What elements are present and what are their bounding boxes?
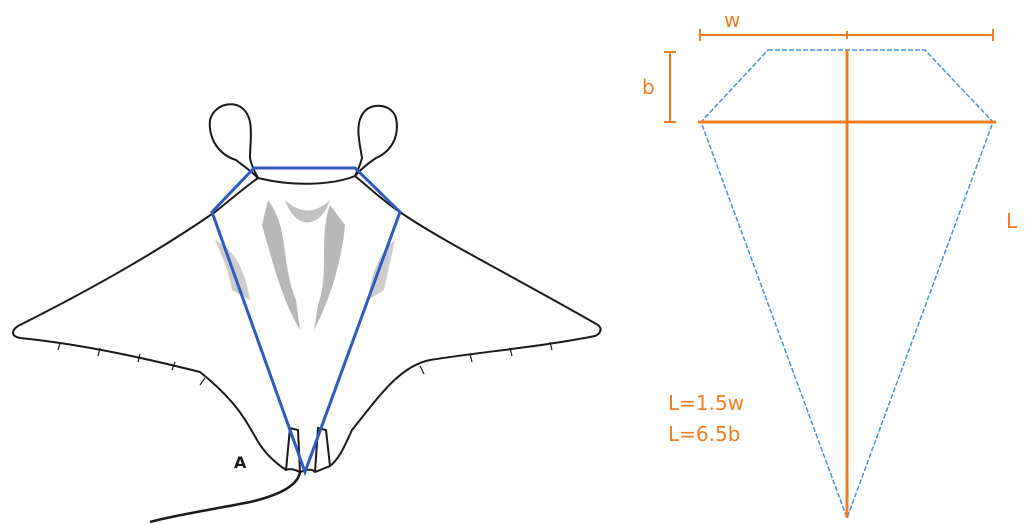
ray-measurement-polygon: [210, 166, 402, 477]
manta-ray-illustration: A: [12, 103, 602, 524]
tail: [149, 471, 302, 524]
length-label: L: [1006, 209, 1018, 233]
formula-length-base: L=6.5b: [668, 422, 740, 446]
base-label: b: [642, 75, 655, 99]
formula-length-width: L=1.5w: [668, 391, 744, 415]
wing-edge-ticks: [57, 341, 553, 386]
figure-letter: A: [234, 453, 247, 472]
measurement-lines: [664, 29, 996, 518]
kite-diagram: w b L L=1.5w L=6.5b: [642, 8, 1018, 521]
manta-body-outline: [12, 174, 602, 474]
left-cephalic-fin: [208, 103, 259, 179]
width-label: w: [724, 8, 740, 32]
right-cephalic-fin: [354, 104, 398, 177]
kite-outline: [700, 49, 994, 521]
